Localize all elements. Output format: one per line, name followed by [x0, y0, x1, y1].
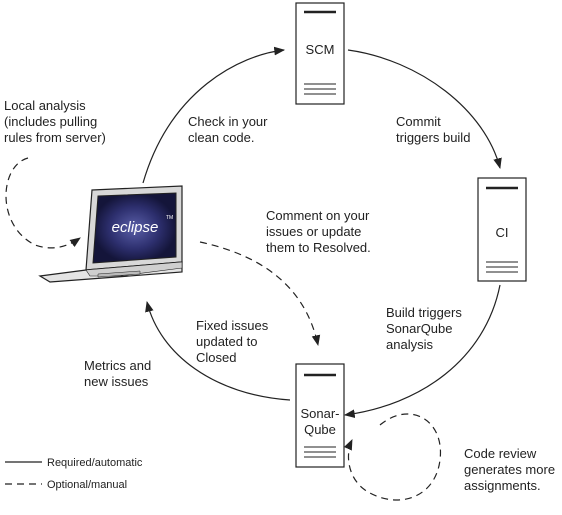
ci-label: CI — [496, 225, 509, 240]
arc-scm-to-ci — [347, 49, 502, 170]
label-check-in: Check in your clean code. — [188, 114, 268, 145]
label-code-review: Code review generates more assignments. — [464, 446, 556, 493]
arc-sonarqube-to-laptop — [145, 300, 291, 401]
arc-ci-to-sonarqube — [343, 284, 501, 418]
legend-optional: Optional/manual — [47, 479, 127, 491]
scm-server: SCM — [295, 2, 345, 105]
eclipse-logo: eclipse — [112, 219, 159, 236]
dashed-local-analysis-loop — [5, 157, 81, 249]
legend-required: Required/automatic — [47, 457, 143, 469]
label-build-triggers: Build triggers SonarQube analysis — [386, 305, 462, 352]
scm-label: SCM — [306, 42, 335, 57]
sonarqube-label: Sonar-Qube — [300, 406, 339, 437]
dashed-comment-arrow — [199, 241, 321, 347]
label-local-analysis: Local analysis (includes pulling rules f… — [4, 98, 106, 145]
label-comment: Comment on your issues or update them to… — [266, 208, 371, 255]
legend: Required/automatic Optional/manual — [5, 457, 143, 491]
sonarqube-server: Sonar-Qube — [295, 363, 345, 468]
arc-laptop-to-scm — [142, 46, 286, 184]
ci-server: CI — [477, 177, 527, 282]
label-metrics: Metrics and new issues — [84, 358, 152, 389]
label-commit: Commit triggers build — [396, 114, 471, 145]
laptop-icon: eclipse TM — [38, 185, 183, 283]
dashed-code-review-loop — [343, 413, 442, 501]
eclipse-tm: TM — [166, 215, 173, 221]
label-fixed-issues: Fixed issues updated to Closed — [196, 318, 269, 365]
